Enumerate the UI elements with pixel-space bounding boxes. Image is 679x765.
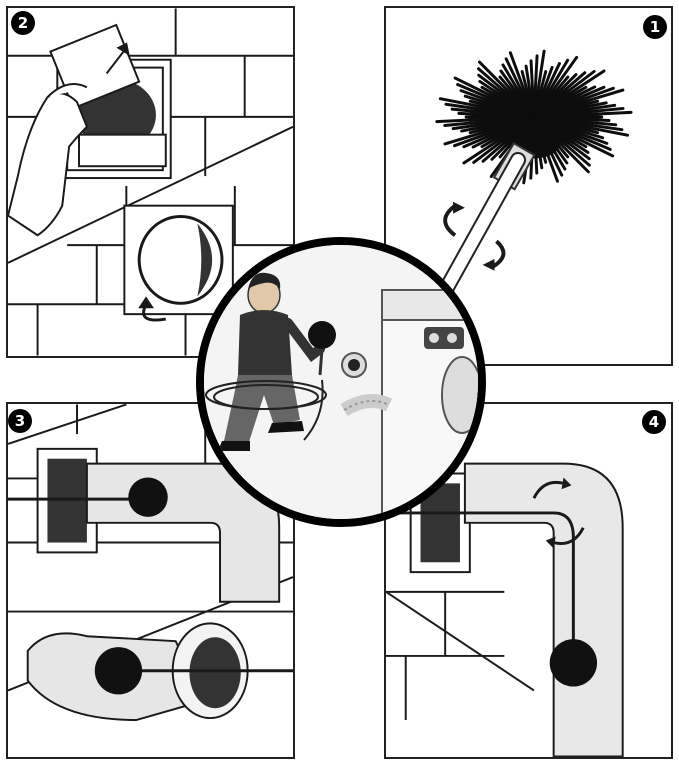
vent-cover-removal-illustration: [8, 8, 293, 356]
vent-cover-icon: [56, 58, 172, 180]
center-scene-circle: [196, 237, 486, 527]
duct-cleaning-outside-illustration: [8, 404, 293, 722]
duct-pipe-icon: [463, 462, 624, 757]
vent-opening-icon: [123, 204, 234, 322]
technician-figure-icon: [218, 272, 325, 451]
step-number-badge: 4: [642, 410, 666, 434]
rotation-arrow-icon: [443, 204, 506, 269]
technician-dryer-scene: [204, 245, 478, 519]
step-2-panel: [6, 6, 295, 358]
step-3-panel: [6, 402, 295, 759]
step-number-badge: 2: [11, 11, 35, 35]
step-number-badge: 3: [8, 409, 32, 433]
step-number-badge: 1: [643, 15, 667, 39]
bristle: [532, 110, 633, 119]
brush-head-icon: [435, 49, 633, 271]
rotation-arrow-icon: [532, 480, 585, 545]
